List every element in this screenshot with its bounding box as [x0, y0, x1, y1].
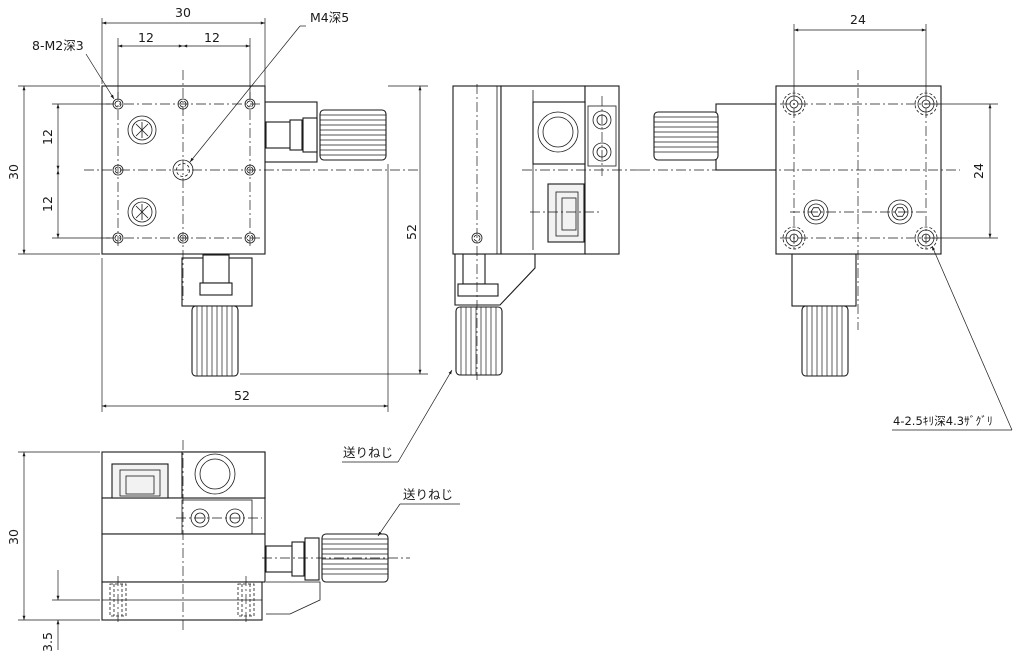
bottom-view-side-block — [715, 103, 777, 171]
dim-pitch-right: 12 — [204, 30, 220, 45]
dim-pitch-upper: 12 — [40, 129, 55, 145]
dim-bottom-side-pitch: 24 — [971, 163, 986, 179]
side-view-knob-ribs — [460, 307, 497, 375]
dim-base-thickness: 3.5 — [40, 632, 55, 652]
note-center-tap: M4深5 — [310, 10, 349, 25]
note-feed-screw-bottom: 送りねじ — [403, 487, 453, 502]
bottom-view-knob-bottom-ribs — [806, 306, 843, 376]
front-view — [101, 440, 410, 630]
side-view-bearing — [532, 101, 586, 165]
bottom-view-dimensions: 24 24 4-2.5ｷﾘ深4.3ｻﾞｸﾞﾘ — [793, 12, 1013, 431]
dim-travel-horizontal: 52 — [234, 388, 250, 403]
dim-top-width: 30 — [175, 5, 191, 20]
side-view-guide — [547, 183, 585, 243]
top-view-knob-bottom — [191, 305, 239, 377]
dim-front-height: 30 — [6, 529, 21, 545]
dim-pitch-left: 12 — [138, 30, 154, 45]
dim-travel-vertical: 52 — [404, 224, 419, 240]
bottom-view-lower-block — [791, 253, 857, 307]
bottom-view-knob-bottom — [801, 305, 849, 377]
note-feed-screw-mid: 送りねじ — [343, 445, 393, 460]
dim-bottom-pitch: 24 — [850, 12, 866, 27]
top-view-knob-bottom-ribs — [196, 306, 233, 376]
front-view-mount — [101, 581, 263, 621]
dim-side-height: 30 — [6, 164, 21, 180]
note-tapped-holes: 8-M2深3 — [32, 38, 84, 53]
dim-pitch-lower: 12 — [40, 196, 55, 212]
note-counterbore: 4-2.5ｷﾘ深4.3ｻﾞｸﾞﾘ — [893, 414, 993, 428]
side-view-knob — [455, 306, 503, 376]
bottom-view-knob-left — [653, 111, 719, 161]
front-view-knob-ribs — [322, 538, 388, 575]
front-view-dimensions: 30 3.5 — [6, 451, 100, 652]
top-view-screw-heads — [127, 115, 157, 227]
front-view-base — [101, 533, 266, 583]
side-view — [452, 84, 640, 380]
top-view — [84, 70, 420, 377]
top-view-knob-right-ribs — [320, 114, 386, 156]
top-view-dimensions: 30 12 12 8-M2深3 M4深5 30 12 12 52 52 — [6, 5, 428, 412]
bottom-view — [640, 70, 960, 377]
bottom-view-knob-left-ribs — [654, 116, 718, 153]
front-view-carriage — [101, 497, 266, 535]
